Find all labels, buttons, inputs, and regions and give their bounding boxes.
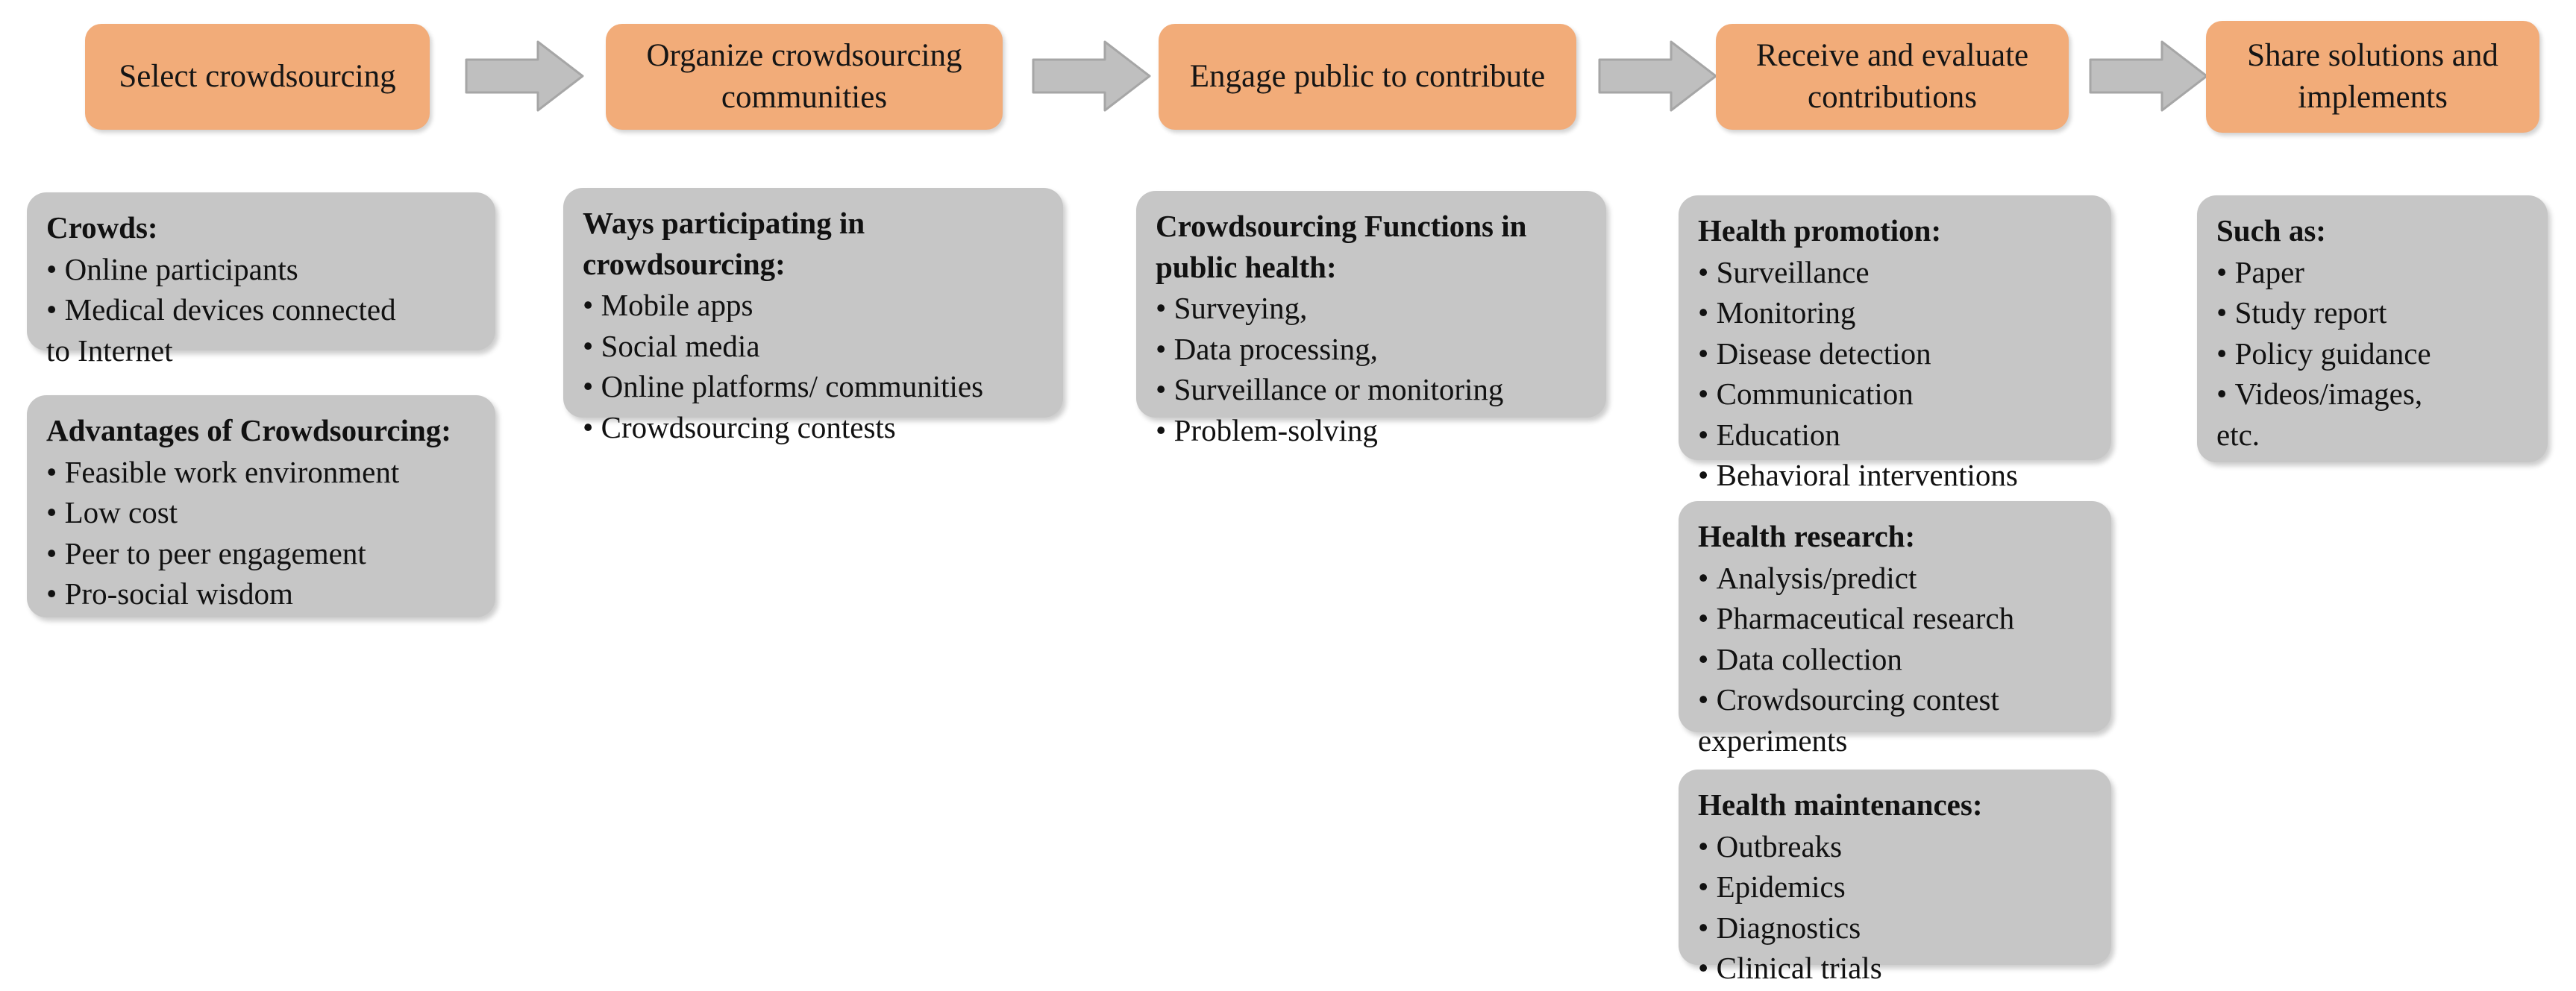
- list-item: Peer to peer engagement: [46, 533, 476, 574]
- list-item: Problem-solving: [1156, 410, 1587, 451]
- list-item: Paper: [2216, 252, 2528, 293]
- detail-title: Such as:: [2216, 213, 2326, 248]
- list-item: Outbreaks: [1698, 826, 2092, 867]
- detail-title: Ways participating in crowdsourcing:: [583, 206, 865, 281]
- arrow-right-2: [1032, 39, 1151, 113]
- list-item: Videos/images,: [2216, 374, 2528, 415]
- stage-label: Engage public to contribute: [1189, 59, 1546, 95]
- detail-list: Paper Study report Policy guidance Video…: [2216, 252, 2528, 456]
- list-item: Low cost: [46, 492, 476, 533]
- detail-title: Advantages of Crowdsourcing:: [46, 413, 451, 447]
- stage-box-engage-public[interactable]: Engage public to contribute: [1159, 24, 1576, 130]
- detail-title: Crowds:: [46, 210, 158, 245]
- list-item: Data collection: [1698, 639, 2092, 680]
- list-item: Data processing,: [1156, 329, 1587, 370]
- list-item: Online participants: [46, 249, 476, 290]
- list-item: Crowdsourcing contests: [583, 407, 1044, 448]
- stage-box-share-solutions[interactable]: Share solutions and implements: [2206, 21, 2539, 133]
- list-item: Disease detection: [1698, 333, 2092, 374]
- detail-box-health-research: Health research: Analysis/predict Pharma…: [1679, 501, 2111, 758]
- arrow-right-4: [2089, 39, 2208, 113]
- detail-title: Crowdsourcing Functions in public health…: [1156, 209, 1527, 284]
- detail-title: Health promotion:: [1698, 213, 1942, 248]
- list-item: Clinical trials: [1698, 948, 2092, 989]
- list-item: Epidemics: [1698, 866, 2092, 907]
- arrow-right-3: [1598, 39, 1717, 113]
- detail-box-crowdsourcing-functions: Crowdsourcing Functions in public health…: [1136, 191, 1606, 447]
- list-item: Education: [1698, 415, 2092, 456]
- list-item: Diagnostics: [1698, 907, 2092, 948]
- list-item: to Internet: [46, 333, 173, 368]
- stage-label: Select crowdsourcing: [119, 59, 396, 95]
- detail-list: Outbreaks Epidemics Diagnostics Clinical…: [1698, 826, 2092, 989]
- detail-list: Online participants Medical devices conn…: [46, 249, 476, 371]
- list-item: Behavioral interventions: [1698, 455, 2092, 496]
- list-item: Social media: [583, 326, 1044, 367]
- detail-box-advantages: Advantages of Crowdsourcing: Feasible wo…: [27, 395, 495, 617]
- detail-title: Health research:: [1698, 519, 1916, 553]
- list-item: Surveying,: [1156, 288, 1587, 329]
- list-item: Online platforms/ communities: [583, 366, 1044, 407]
- list-item: etc.: [2216, 417, 2260, 452]
- detail-title: Health maintenances:: [1698, 787, 1983, 822]
- list-item: Monitoring: [1698, 292, 2092, 333]
- list-item: Policy guidance: [2216, 333, 2528, 374]
- detail-box-health-promotion: Health promotion: Surveillance Monitorin…: [1679, 195, 2111, 492]
- stage-box-organize-communities[interactable]: Organize crowdsourcing communities: [606, 24, 1003, 130]
- list-item: Pharmaceutical research: [1698, 598, 2092, 639]
- detail-list: Mobile apps Social media Online platform…: [583, 285, 1044, 447]
- list-item: Pro-social wisdom: [46, 573, 476, 614]
- list-item: Medical devices connected: [46, 289, 476, 330]
- list-item: Surveillance: [1698, 252, 2092, 293]
- stage-label: Share solutions and implements: [2247, 38, 2498, 115]
- detail-box-such-as: Such as: Paper Study report Policy guida…: [2197, 195, 2548, 462]
- list-item: experiments: [1698, 723, 1848, 758]
- list-item: Mobile apps: [583, 285, 1044, 326]
- detail-list: Surveillance Monitoring Disease detectio…: [1698, 252, 2092, 496]
- stage-box-select-crowdsourcing[interactable]: Select crowdsourcing: [85, 24, 430, 130]
- detail-list: Feasible work environment Low cost Peer …: [46, 452, 476, 614]
- list-item: Study report: [2216, 292, 2528, 333]
- list-item: Surveillance or monitoring: [1156, 369, 1587, 410]
- stage-box-receive-evaluate[interactable]: Receive and evaluate contributions: [1716, 24, 2069, 130]
- list-item: Feasible work environment: [46, 452, 476, 493]
- detail-list: Surveying, Data processing, Surveillance…: [1156, 288, 1587, 450]
- detail-list: Analysis/predict Pharmaceutical research…: [1698, 558, 2092, 761]
- detail-box-ways-participating: Ways participating in crowdsourcing: Mob…: [563, 188, 1063, 444]
- list-item: Analysis/predict: [1698, 558, 2092, 599]
- detail-box-health-maintenances: Health maintenances: Outbreaks Epidemics…: [1679, 770, 2111, 985]
- list-item: Communication: [1698, 374, 2092, 415]
- arrow-right-1: [465, 39, 584, 113]
- stage-label: Organize crowdsourcing communities: [646, 38, 962, 115]
- detail-box-crowds: Crowds: Online participants Medical devi…: [27, 192, 495, 368]
- stage-label: Receive and evaluate contributions: [1755, 38, 2029, 115]
- list-item: Crowdsourcing contest: [1698, 679, 2092, 720]
